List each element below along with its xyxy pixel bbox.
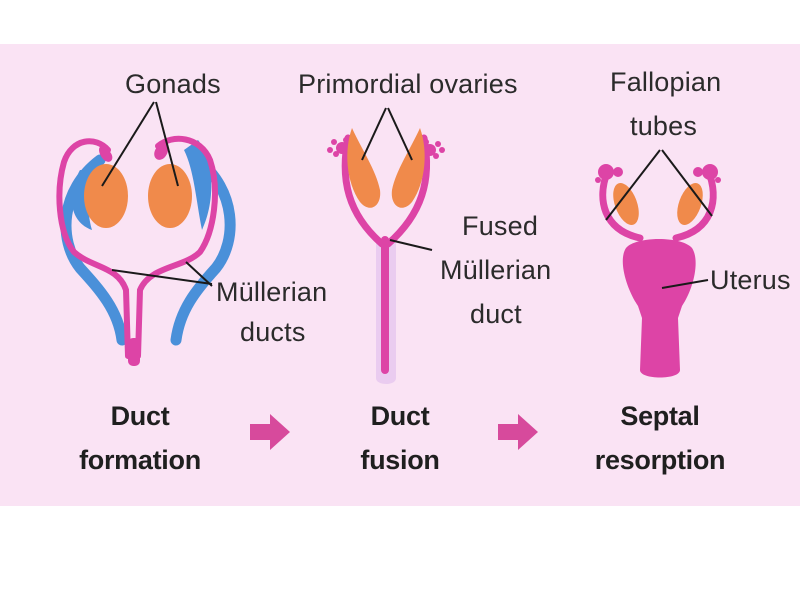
left-gonad bbox=[84, 164, 128, 228]
caption-duct-formation-line1: Duct bbox=[110, 401, 170, 431]
caption-septal-resorption: Septal resorption bbox=[560, 394, 760, 482]
caption-septal-resorption-line2: resorption bbox=[594, 445, 726, 475]
caption-duct-formation: Duct formation bbox=[40, 394, 240, 482]
pointer-ovaries-left bbox=[361, 107, 387, 161]
caption-duct-fusion: Duct fusion bbox=[300, 394, 500, 482]
pointer-ducts-lower bbox=[185, 261, 213, 287]
right-fimbria bbox=[423, 139, 445, 159]
pointer-uterus bbox=[661, 279, 709, 289]
right-primordial-ovary bbox=[391, 128, 425, 208]
pointer-ducts-upper bbox=[111, 269, 213, 285]
label-primordial-ovaries: Primordial ovaries bbox=[298, 69, 518, 99]
stage-duct-fusion-illustration bbox=[327, 128, 445, 384]
right-ovary bbox=[677, 182, 703, 226]
pointer-tubes-right bbox=[661, 149, 713, 217]
label-fused-line3: duct bbox=[470, 299, 522, 329]
duct-formation-stub bbox=[128, 338, 140, 366]
right-duct-hook bbox=[154, 143, 169, 160]
pointer-tubes-left bbox=[605, 149, 661, 221]
caption-duct-fusion-line1: Duct bbox=[370, 401, 430, 431]
caption-duct-fusion-line2: fusion bbox=[360, 445, 440, 475]
right-mullerian-duct bbox=[135, 135, 218, 359]
label-fallopian-line1: Fallopian bbox=[610, 67, 722, 97]
pointer-fused-duct bbox=[389, 239, 433, 251]
label-fallopian-line2: tubes bbox=[630, 111, 698, 141]
left-ovary bbox=[613, 182, 639, 226]
arrow-right-icon bbox=[498, 414, 538, 450]
stage3-pointers bbox=[605, 149, 713, 289]
left-fimbria bbox=[327, 137, 349, 157]
label-uterus: Uterus bbox=[710, 265, 791, 295]
left-mullerian-duct bbox=[56, 138, 131, 359]
right-blue-duct bbox=[170, 154, 236, 346]
caption-septal-resorption-line1: Septal bbox=[620, 401, 700, 431]
right-gonad bbox=[148, 164, 192, 228]
label-mullerian-ducts-line1: Müllerian bbox=[216, 277, 328, 307]
stage1-pointers bbox=[101, 101, 213, 287]
stage-septal-resorption-illustration bbox=[595, 164, 721, 378]
label-mullerian-ducts-line2: ducts bbox=[240, 317, 306, 347]
right-tube-fimbria bbox=[693, 164, 721, 183]
stage-duct-formation-illustration bbox=[56, 135, 236, 366]
left-primordial-ovary bbox=[347, 128, 381, 208]
pointer-gonads-left bbox=[101, 101, 155, 187]
uterus-body bbox=[622, 239, 696, 378]
pointer-ovaries-right bbox=[387, 107, 413, 161]
stage2-pointers bbox=[361, 107, 433, 251]
right-blue-crescent bbox=[184, 140, 212, 230]
pointer-gonads-right bbox=[155, 101, 179, 187]
left-duct-hook bbox=[99, 146, 113, 162]
label-fused-line2: Müllerian bbox=[440, 255, 552, 285]
left-tube-fimbria bbox=[595, 164, 623, 183]
label-gonads: Gonads bbox=[125, 69, 221, 99]
arrow-right-icon bbox=[250, 414, 290, 450]
label-fused-line1: Fused bbox=[462, 211, 539, 241]
caption-duct-formation-line2: formation bbox=[79, 445, 201, 475]
